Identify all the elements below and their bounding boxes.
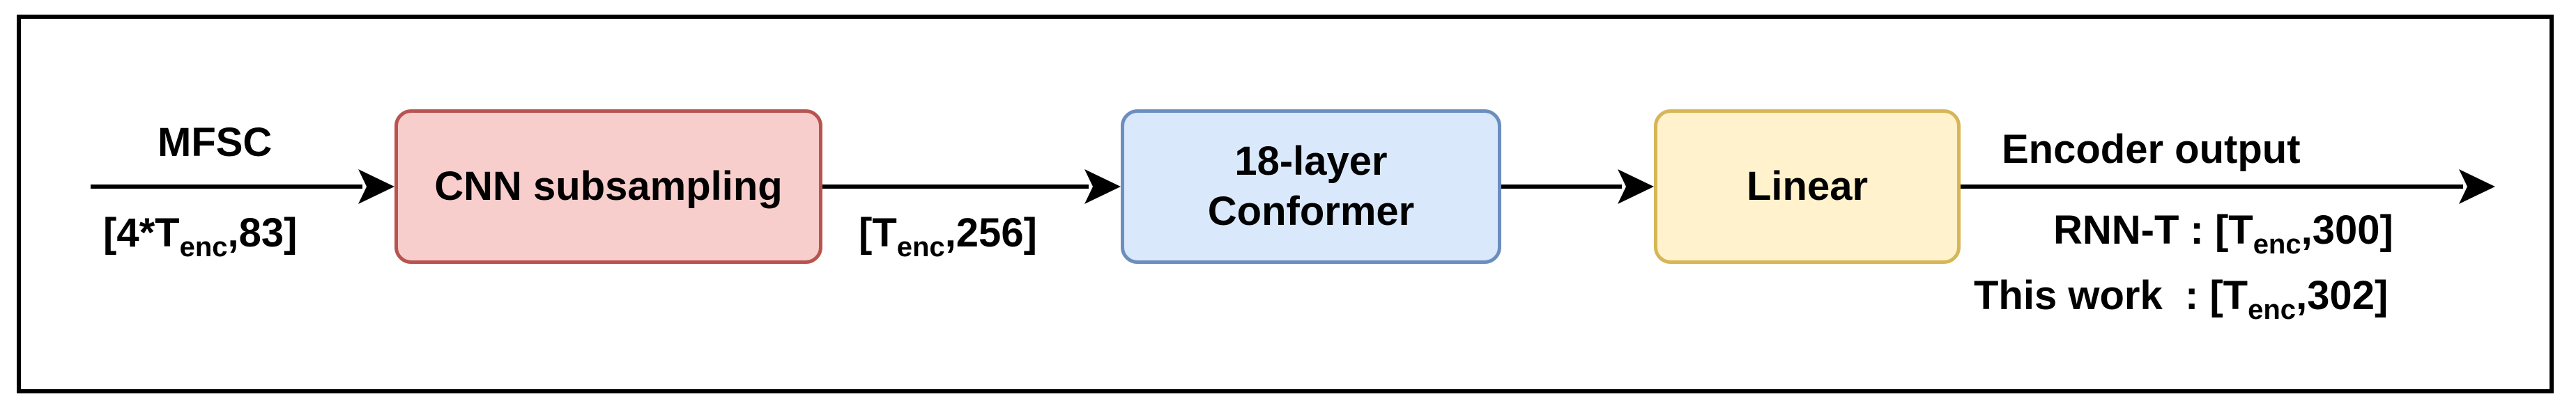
- this-work-shape-subscript: enc: [2248, 295, 2297, 325]
- cnn-to-conformer-arrowhead: [1084, 169, 1121, 204]
- this-work-shape-suffix: ,302]: [2296, 273, 2389, 318]
- rnnt-shape-subscript: enc: [2253, 229, 2301, 260]
- conformer-to-linear-arrowhead: [1618, 169, 1654, 204]
- this-work-shape-prefix: This work : [T: [1974, 273, 2248, 318]
- input-shape-label: [4*Tenc,83]: [103, 209, 298, 261]
- output-arrowhead: [2459, 169, 2495, 204]
- linear-label: Linear: [1746, 164, 1869, 209]
- output-name-label: Encoder output: [2002, 127, 2301, 172]
- intermediate-shape-label: [Tenc,256]: [859, 209, 1037, 261]
- linear-block: Linear: [1654, 109, 1961, 264]
- conformer-block: 18-layer Conformer: [1121, 109, 1501, 264]
- input-shape-subscript: enc: [179, 232, 228, 262]
- conformer-label-line2: Conformer: [1207, 189, 1415, 234]
- rnnt-shape-prefix: RNN-T : [T: [2053, 207, 2253, 253]
- input-shape-prefix: [4*T: [103, 210, 180, 256]
- input-shape-suffix: ,83]: [227, 210, 298, 256]
- intermediate-shape-suffix: ,256]: [944, 210, 1037, 256]
- cnn-subsampling-label: CNN subsampling: [434, 164, 783, 209]
- input-arrowhead: [358, 169, 394, 204]
- this-work-output-shape-label: This work : [Tenc,302]: [1974, 272, 2389, 324]
- rnnt-output-shape-label: RNN-T : [Tenc,300]: [2053, 206, 2393, 258]
- intermediate-shape-prefix: [T: [859, 210, 897, 256]
- diagram-frame: [17, 15, 2554, 393]
- input-name-label: MFSC: [158, 120, 273, 165]
- rnnt-shape-suffix: ,300]: [2301, 207, 2393, 253]
- intermediate-shape-subscript: enc: [896, 232, 945, 262]
- conformer-label-line1: 18-layer: [1234, 139, 1388, 184]
- cnn-subsampling-block: CNN subsampling: [394, 109, 822, 264]
